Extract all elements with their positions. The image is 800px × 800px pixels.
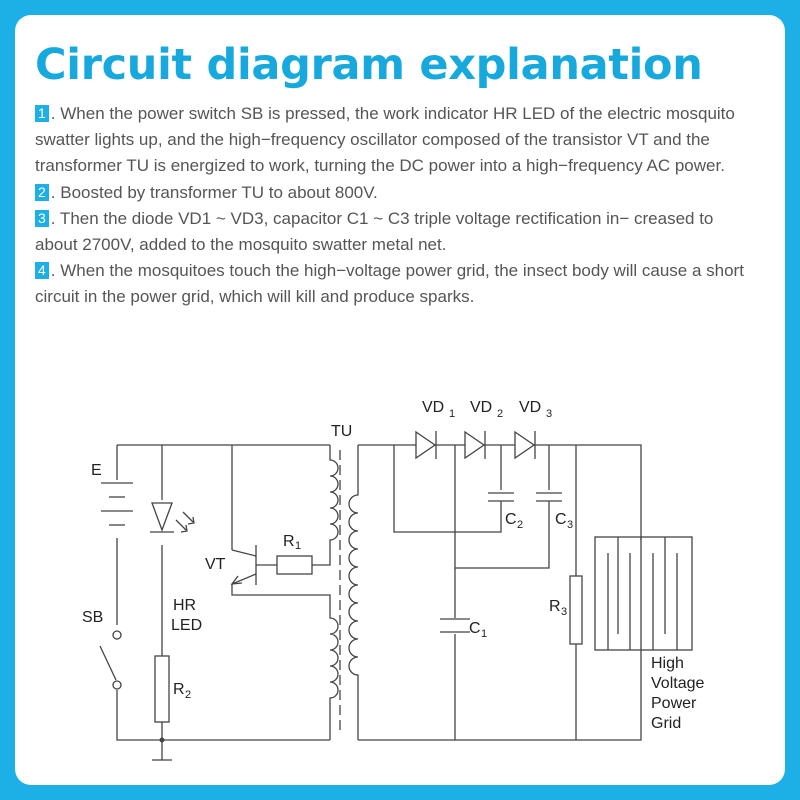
explanation-text: 1. When the power switch SB is pressed, …: [35, 101, 755, 311]
label-c3: C: [555, 511, 567, 528]
switch-sb: [99, 630, 122, 690]
label-c1-sub: 1: [481, 628, 487, 640]
transformer-tu: [329, 445, 359, 740]
page-title: Circuit diagram explanation: [35, 40, 703, 90]
step-number-badge: 4: [35, 262, 49, 280]
resistor-r3: [569, 575, 583, 645]
capacitor-c1: [440, 618, 470, 633]
r1-wire: [312, 555, 331, 566]
step-text: . Boosted by transformer TU to about 800…: [50, 182, 378, 202]
battery-e: [101, 482, 133, 526]
step-4: 4. When the mosquitoes touch the high−vo…: [35, 258, 755, 310]
content-card: [15, 15, 785, 785]
label-r2: R: [173, 681, 185, 698]
transistor-vt: [230, 545, 331, 612]
label-vd3-sub: 3: [546, 408, 552, 420]
ground-node: [159, 737, 165, 743]
diode-vd2: [464, 430, 486, 460]
capacitor-c2: [488, 492, 514, 512]
grid-label-line-4: Grid: [651, 715, 681, 732]
right-wiring: [358, 444, 642, 741]
label-vd2: VD: [470, 399, 492, 416]
resistor-r1: [276, 555, 313, 575]
led-hr: [150, 502, 195, 533]
label-c3-sub: 3: [567, 519, 573, 531]
label-vt: VT: [205, 556, 226, 573]
label-hr: HR: [173, 597, 196, 614]
step-text: . Then the diode VD1 ~ VD3, capacitor C1…: [35, 208, 714, 255]
label-vd3: VD: [519, 399, 541, 416]
step-number-badge: 3: [35, 209, 49, 227]
label-c2: C: [505, 511, 517, 528]
label-c1: C: [469, 620, 481, 637]
step-number-badge: 2: [35, 183, 49, 201]
step-text: . When the power switch SB is pressed, t…: [35, 104, 735, 176]
left-wiring: [116, 444, 330, 760]
grid-label-line-2: Voltage: [651, 675, 704, 692]
diode-vd1: [415, 430, 437, 460]
step-number-badge: 1: [35, 105, 49, 122]
step-1: 1. When the power switch SB is pressed, …: [35, 101, 755, 180]
diode-vd3: [514, 430, 536, 460]
label-r3: R: [549, 598, 561, 615]
step-text: . When the mosquitoes touch the high−vol…: [35, 261, 744, 307]
grid-label-line-1: High: [651, 655, 684, 672]
label-c2-sub: 2: [517, 519, 523, 531]
resistor-r2: [154, 655, 170, 723]
label-led: LED: [171, 617, 202, 634]
label-vd1-sub: 1: [449, 408, 455, 420]
label-r1-sub: 1: [295, 540, 301, 552]
step-3: 3. Then the diode VD1 ~ VD3, capacitor C…: [35, 206, 755, 258]
capacitor-c3: [536, 492, 562, 512]
label-sb: SB: [82, 609, 103, 626]
label-vd1: VD: [422, 399, 444, 416]
label-r3-sub: 3: [561, 606, 567, 618]
label-tu: TU: [331, 423, 352, 440]
label-vd2-sub: 2: [497, 408, 503, 420]
label-r1: R: [283, 533, 295, 550]
step-2: 2. Boosted by transformer TU to about 80…: [35, 180, 755, 206]
high-voltage-grid: [594, 536, 693, 651]
label-r2-sub: 2: [185, 689, 191, 701]
grid-label-line-3: Power: [651, 695, 697, 712]
label-e: E: [91, 462, 102, 479]
